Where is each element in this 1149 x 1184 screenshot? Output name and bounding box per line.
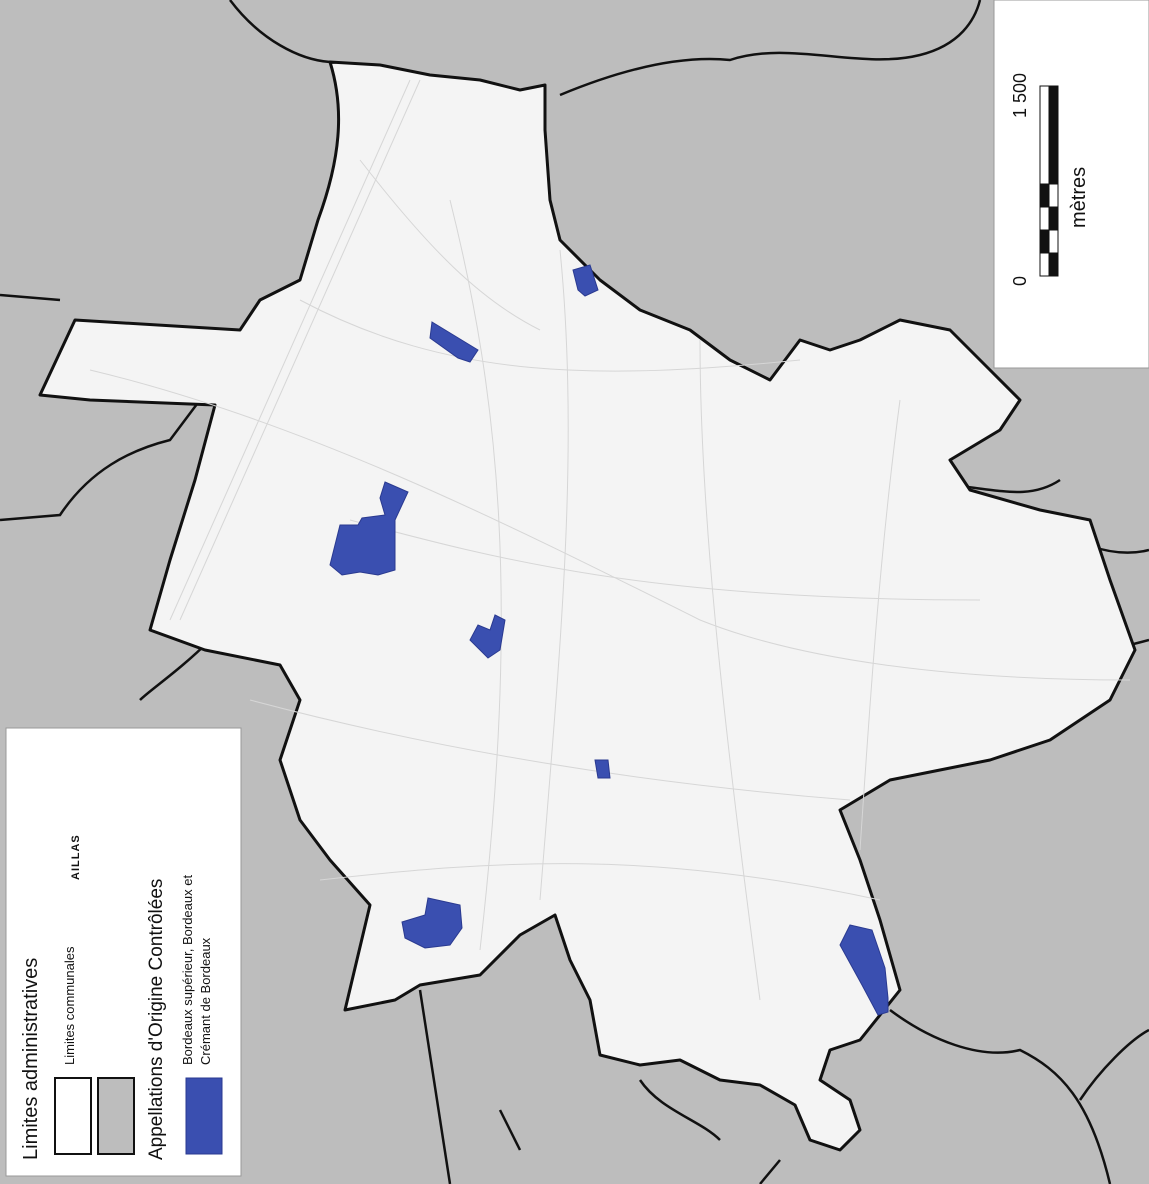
scale-panel <box>993 0 1149 369</box>
legend-label-communes: Limites communales <box>62 946 77 1066</box>
legend-label-commune-name: AILLAS <box>70 834 82 880</box>
scale-label-max: 1 500 <box>1010 72 1030 118</box>
commune-boundary <box>38 60 1137 1152</box>
legend-swatch-communes <box>54 1077 92 1155</box>
legend-title-admin: Limites administratives <box>20 957 42 1160</box>
aoc-parcel <box>572 264 599 297</box>
legend-label-aoc-line2: Crémant de Bordeaux <box>198 937 213 1065</box>
aoc-parcel <box>429 321 479 363</box>
aoc-parcel <box>594 759 611 779</box>
aoc-parcel <box>469 614 506 659</box>
aoc-parcel <box>329 481 409 576</box>
scale-label-zero: 0 <box>1010 275 1030 286</box>
legend-swatch-aoc <box>185 1077 223 1155</box>
aoc-parcel <box>401 897 463 949</box>
aoc-parcel <box>839 924 889 1016</box>
scale-bar <box>1039 85 1059 277</box>
legend-swatch-neighbours <box>97 1077 135 1155</box>
legend-label-aoc-line1: Bordeaux supérieur, Bordeaux et <box>180 874 195 1065</box>
topo-background-lines <box>89 79 1131 1001</box>
legend-title-aoc: Appellations d'Origine Contrôlées <box>146 878 167 1160</box>
aoc-parcels <box>329 264 889 1016</box>
scale-unit: mètres <box>1068 166 1090 228</box>
legend-box <box>5 727 242 1177</box>
